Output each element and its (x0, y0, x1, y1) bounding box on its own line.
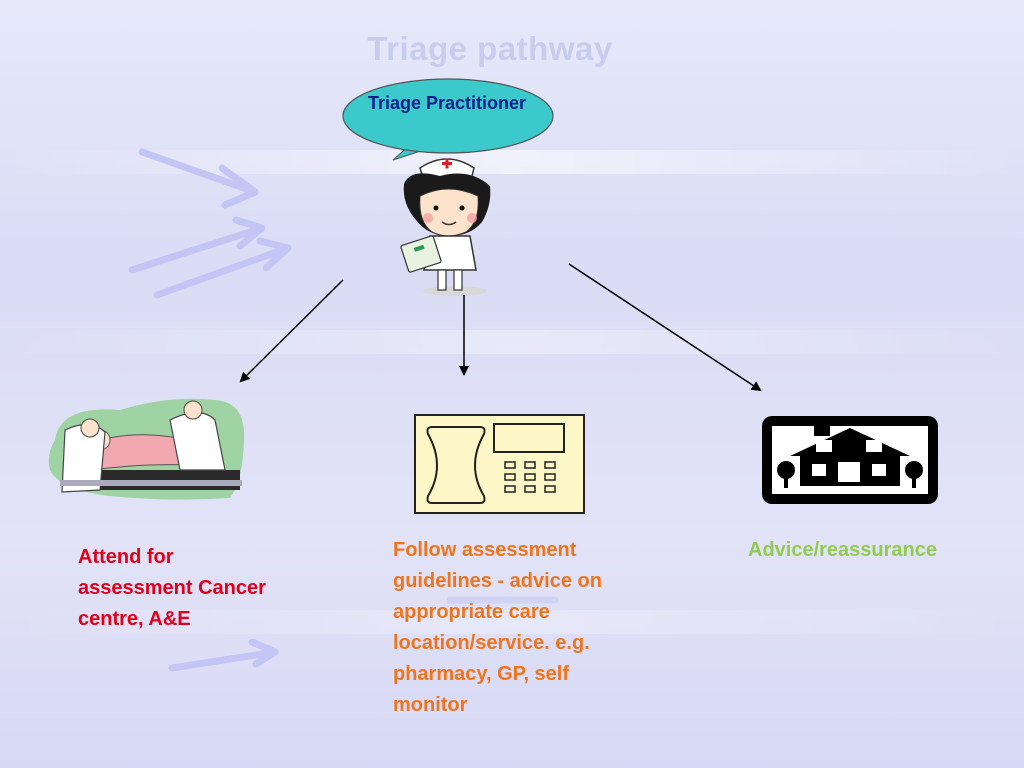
connector-arrows (239, 263, 762, 392)
nurse-icon (400, 158, 491, 296)
house-icon (762, 416, 938, 504)
outcome-attend-assessment: Attend for assessment Cancer centre, A&E (78, 546, 266, 630)
outcome-advice-reassurance: Advice/reassurance (748, 539, 938, 561)
slide-title: Triage pathway (367, 30, 613, 67)
background-streak (0, 330, 1024, 354)
outcome-follow-guidelines: Follow assessment guidelines - advice on… (393, 539, 602, 716)
telephone-icon (414, 414, 585, 514)
background-streak (0, 610, 1024, 634)
decorative-arrows-icon (128, 148, 559, 672)
triage-practitioner-label: Triage Practitioner (367, 93, 527, 113)
hospital-bed-icon (48, 398, 245, 500)
speech-bubble (342, 78, 554, 161)
